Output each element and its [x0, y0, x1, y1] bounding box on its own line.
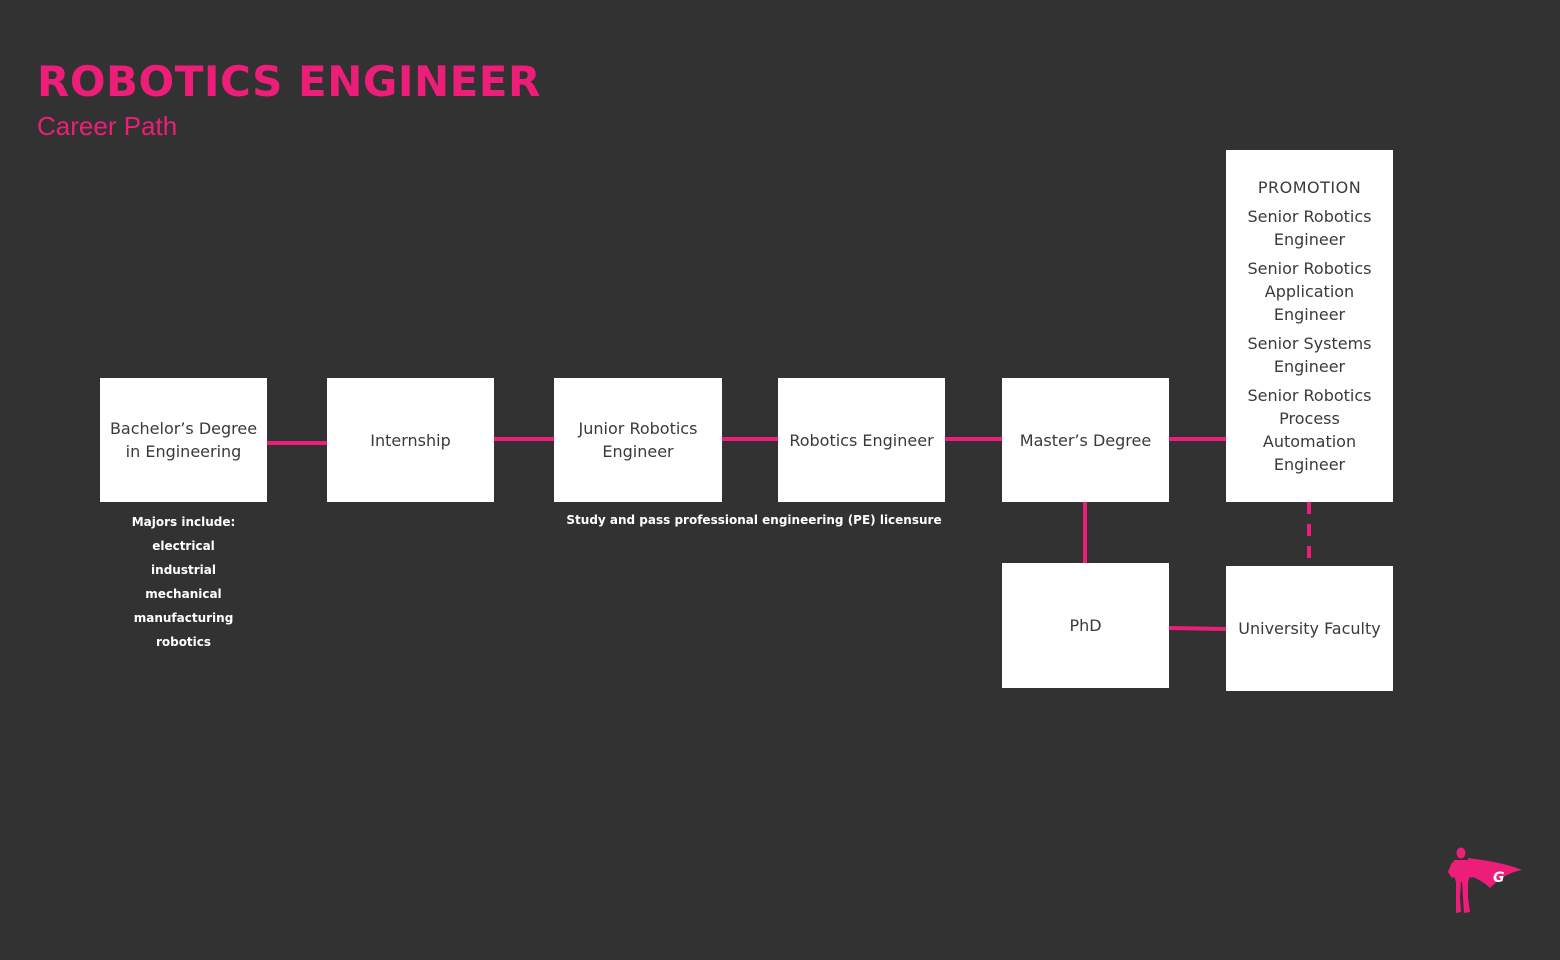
- node-bachelors-degree: Bachelor’s Degree in Engineering: [100, 378, 267, 502]
- node-junior-robotics-engineer: Junior Robotics Engineer: [554, 378, 722, 502]
- node-junior-robotics-engineer-label: Junior Robotics Engineer: [578, 419, 698, 461]
- node-masters-degree: Master’s Degree: [1002, 378, 1169, 502]
- node-bachelors-degree-label: Bachelor’s Degree in Engineering: [109, 419, 258, 461]
- node-internship-label: Internship: [370, 430, 451, 450]
- major-item: robotics: [155, 635, 212, 649]
- node-promotion: PROMOTION Senior Robotics Engineer Senio…: [1226, 150, 1393, 502]
- major-item: mechanical: [145, 587, 222, 601]
- node-robotics-engineer: Robotics Engineer: [778, 378, 945, 502]
- promotion-heading: PROMOTION: [1257, 178, 1362, 197]
- page-subtitle: Career Path: [37, 111, 178, 141]
- major-item: electrical: [152, 539, 215, 553]
- node-phd: PhD: [1002, 563, 1169, 688]
- node-internship: Internship: [327, 378, 494, 502]
- majors-heading: Majors include:: [131, 515, 236, 529]
- node-masters-degree-label: Master’s Degree: [1019, 430, 1152, 450]
- majors-note: Majors include: electrical industrial me…: [100, 510, 267, 654]
- page-title: ROBOTICS ENGINEER: [37, 57, 541, 106]
- pe-licensure-note: Study and pass professional engineering …: [566, 513, 942, 527]
- node-robotics-engineer-label: Robotics Engineer: [789, 430, 934, 450]
- node-university-faculty-label: University Faculty: [1238, 619, 1381, 638]
- connector-phd-faculty: [1168, 626, 1227, 631]
- major-item: industrial: [151, 563, 216, 577]
- promotion-item: Senior Robotics Engineer: [1247, 207, 1372, 249]
- node-phd-label: PhD: [1069, 616, 1102, 635]
- superhero-g-logo-icon: G: [1448, 847, 1522, 913]
- promotion-item: Senior Systems Engineer: [1247, 334, 1372, 376]
- promotion-item: Senior Robotics Application Engineer: [1247, 259, 1372, 324]
- node-university-faculty: University Faculty: [1226, 566, 1393, 691]
- promotion-item: Senior Robotics Process Automation Engin…: [1247, 386, 1372, 474]
- svg-text:G: G: [1493, 870, 1505, 886]
- major-item: manufacturing: [133, 611, 234, 625]
